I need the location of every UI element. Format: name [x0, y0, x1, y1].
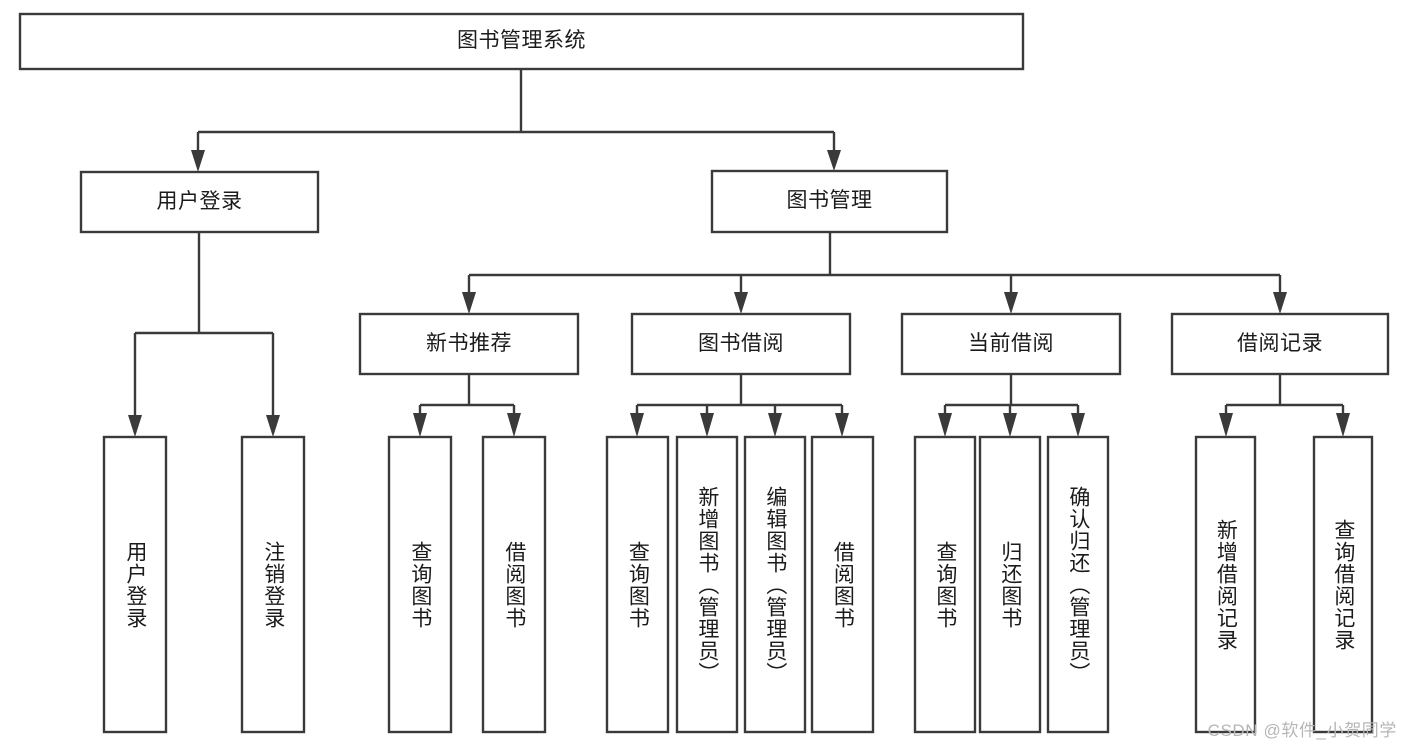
node-box-user-login[interactable] — [79, 170, 320, 234]
node-box-leaf-return-book[interactable] — [978, 435, 1042, 734]
label-leaf-confirm-return-admin: 确认归还（管理员） — [1066, 485, 1090, 684]
arrowhead-leaf-user-login — [128, 415, 142, 437]
connector-book-management-to-level2 — [467, 232, 1282, 294]
arrowhead-to-user-login — [191, 150, 205, 172]
label-book-management: 图书管理 — [786, 189, 873, 213]
arrowhead-leaf-query-book-borrow — [630, 413, 644, 437]
arrowhead-leaf-query-borrow-record — [1336, 413, 1350, 437]
arrowhead-to-new-book-recommend — [462, 292, 476, 314]
arrowhead-leaf-return-book — [1003, 413, 1017, 437]
arrowhead-to-borrow-record — [1273, 292, 1287, 314]
arrowhead-leaf-add-book-admin — [700, 413, 714, 437]
node-box-leaf-query-book-rec[interactable] — [387, 435, 453, 734]
label-leaf-query-borrow-record: 查询借阅记录 — [1331, 518, 1355, 651]
node-box-leaf-edit-book-admin[interactable] — [743, 435, 807, 734]
label-root: 图书管理系统 — [457, 29, 586, 53]
label-book-borrow: 图书借阅 — [698, 331, 784, 355]
arrowhead-to-current-borrow — [1004, 292, 1018, 314]
node-box-book-borrow[interactable] — [630, 312, 852, 376]
label-leaf-query-book-current: 查询图书 — [933, 540, 957, 629]
arrowhead-leaf-logout — [266, 415, 280, 437]
label-leaf-logout: 注销登录 — [261, 540, 285, 629]
node-box-leaf-query-book-borrow[interactable] — [605, 435, 670, 734]
node-box-borrow-record[interactable] — [1170, 312, 1390, 376]
node-box-leaf-query-borrow-record[interactable] — [1312, 435, 1374, 734]
label-leaf-return-book: 归还图书 — [998, 540, 1022, 629]
node-box-book-management[interactable] — [710, 169, 949, 234]
node-box-new-book-recommend[interactable] — [358, 312, 580, 376]
label-leaf-add-book-admin: 新增图书（管理员） — [695, 485, 719, 684]
label-leaf-edit-book-admin: 编辑图书（管理员） — [763, 485, 787, 684]
label-new-book-recommend: 新书推荐 — [426, 331, 512, 355]
connector-book-borrow-to-leaves — [635, 374, 844, 417]
arrowhead-leaf-borrow-book-rec — [507, 413, 521, 437]
node-box-leaf-user-login[interactable] — [102, 435, 168, 734]
arrowhead-leaf-confirm-return-admin — [1071, 413, 1085, 437]
connector-current-borrow-to-leaves — [943, 374, 1080, 417]
node-box-leaf-borrow-book-rec[interactable] — [481, 435, 547, 734]
node-box-root[interactable] — [18, 12, 1025, 71]
csdn-watermark: CSDN @软件_小贺同学 — [1207, 721, 1397, 740]
connector-new-book-recommend-to-leaves — [418, 374, 516, 417]
node-box-leaf-add-borrow-record[interactable] — [1194, 435, 1257, 734]
label-borrow-record: 借阅记录 — [1237, 331, 1323, 355]
arrowhead-leaf-query-book-rec — [413, 413, 427, 437]
node-box-leaf-confirm-return-admin[interactable] — [1046, 435, 1110, 734]
arrowhead-to-book-management — [827, 150, 841, 171]
label-leaf-query-book-rec: 查询图书 — [408, 540, 432, 629]
label-leaf-user-login: 用户登录 — [123, 540, 147, 629]
label-leaf-borrow-book: 借阅图书 — [831, 540, 855, 629]
label-leaf-borrow-book-rec: 借阅图书 — [502, 540, 526, 629]
arrowhead-leaf-add-borrow-record — [1219, 413, 1233, 437]
connector-user-login-to-leaves — [133, 232, 275, 417]
arrowhead-to-book-borrow — [734, 292, 748, 314]
node-box-leaf-add-book-admin[interactable] — [675, 435, 739, 734]
arrowhead-leaf-borrow-book — [835, 413, 849, 437]
node-box-current-borrow[interactable] — [900, 312, 1122, 376]
arrowhead-leaf-edit-book-admin — [768, 413, 782, 437]
node-box-leaf-logout[interactable] — [240, 435, 306, 734]
connector-root-to-level1 — [196, 69, 836, 152]
node-box-leaf-query-book-current[interactable] — [913, 435, 977, 734]
node-box-leaf-borrow-book[interactable] — [810, 435, 875, 734]
arrowhead-leaf-query-book-current — [938, 413, 952, 437]
connector-borrow-record-to-leaves — [1224, 374, 1345, 417]
label-leaf-add-borrow-record: 新增借阅记录 — [1214, 518, 1238, 651]
label-leaf-query-book-borrow: 查询图书 — [626, 540, 650, 629]
label-user-login: 用户登录 — [156, 189, 243, 213]
label-current-borrow: 当前借阅 — [968, 331, 1054, 355]
